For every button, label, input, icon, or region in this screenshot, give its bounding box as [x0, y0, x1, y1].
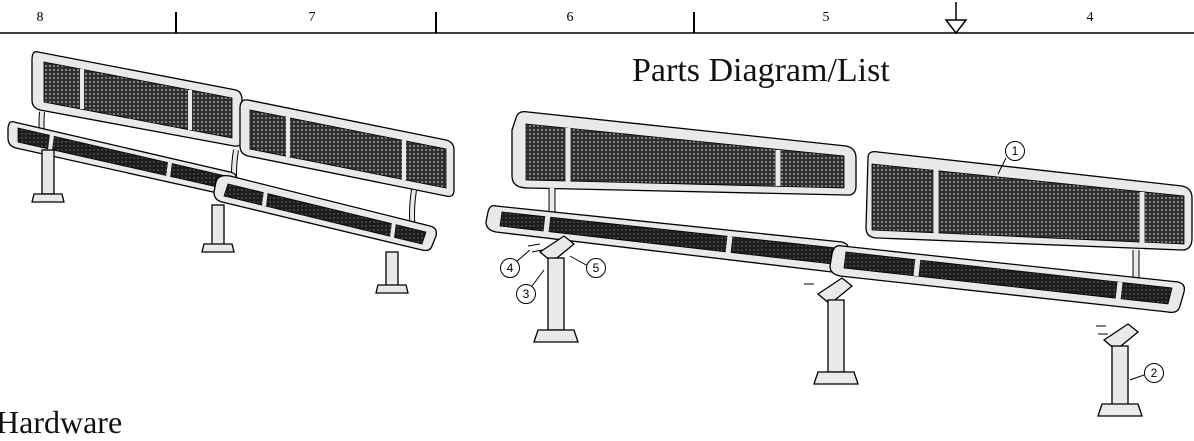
center-marker-arrow	[944, 19, 968, 35]
leg-post	[547, 257, 565, 331]
leg-bracket	[816, 277, 854, 305]
callout-2: 2	[1129, 363, 1164, 383]
zone-label-6: 6	[566, 10, 574, 25]
ruler-lines	[0, 2, 1194, 35]
zone-label-8: 8	[36, 10, 44, 25]
backrest-mesh-left	[43, 61, 233, 139]
callout-number: 3	[523, 287, 530, 301]
zone-label-4: 4	[1086, 10, 1094, 25]
foot-plate	[813, 371, 859, 385]
foot-plate	[31, 193, 65, 203]
callout-number: 5	[593, 261, 600, 275]
callout-1: 1	[997, 141, 1025, 175]
leg-post	[1111, 345, 1129, 407]
callout-number: 4	[507, 261, 514, 275]
backrest-mesh-right	[249, 109, 447, 189]
zone-label-5: 5	[822, 10, 830, 25]
seat-mesh-right	[223, 183, 427, 245]
leg-post	[385, 251, 399, 287]
foot-plate	[533, 329, 579, 343]
exploded-backrest-mesh-left	[525, 123, 845, 189]
callout-4: 4	[500, 249, 531, 278]
hardware-bolts	[527, 243, 1108, 335]
foot-plate	[375, 284, 409, 294]
exploded-bench-view	[485, 110, 1193, 417]
drawing-canvas: 1 2 3 4 5	[7, 51, 1193, 417]
page-title: Parts Diagram/List	[632, 52, 890, 89]
leg-post	[41, 149, 55, 195]
callout-number: 2	[1151, 366, 1158, 380]
exploded-backrest-mesh-right	[871, 163, 1185, 245]
foot-plate	[1097, 403, 1143, 417]
callout-number: 1	[1012, 144, 1019, 158]
assembled-bench-view	[7, 51, 455, 294]
zone-label-7: 7	[308, 10, 316, 25]
leg-post	[827, 299, 845, 373]
callout-3: 3	[516, 269, 545, 304]
foot-plate	[201, 243, 235, 253]
callout-5: 5	[569, 255, 606, 278]
exploded-seat-mesh-right	[843, 251, 1173, 305]
zone-ruler: 8 7 6 5 4	[0, 0, 1194, 40]
leg-post	[211, 204, 225, 246]
